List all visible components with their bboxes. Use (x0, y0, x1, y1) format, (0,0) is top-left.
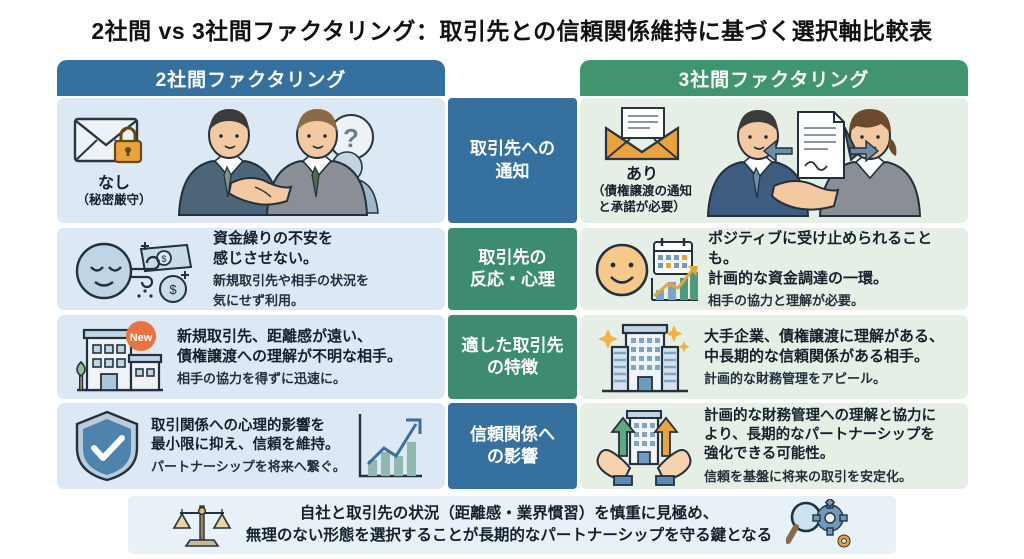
row2-left-big-2: 感じさせない。 (213, 249, 319, 267)
row3-left-text: 新規取引先、距離感が遠い、 債権譲渡への理解が不明な相手。 相手の協力を得ずに迅… (177, 327, 402, 387)
row-label-trust-impact: 信頼関係へ の影響 (448, 403, 577, 489)
row4-right-small-1: 信頼を基盤に将来の取引を安定化。 (704, 468, 913, 484)
svg-text:$: $ (161, 254, 166, 264)
row4-left-big-1: 取引関係への心理的影響を (151, 417, 325, 434)
row-label-suitable-client: 適した取引先 の特徴 (448, 315, 577, 399)
row1-right-caption-sub-1: （債権譲渡の通知 (592, 183, 693, 198)
row3-left-small-1: 相手の協力を得ずに迅速に。 (177, 370, 347, 386)
row1-left-caption-sub: （秘密厳守） (76, 192, 152, 207)
row2-left-cell: $ $ 資金繰りの不安を 感じさせない。 (57, 228, 445, 310)
table-row: なし （秘密厳守） ? (0, 98, 1024, 223)
row2-right-big-2: 計画的な資金調達の一環。 (708, 269, 889, 287)
row1-label-line1: 取引先への (470, 139, 555, 159)
handshake-with-signed-document-icon (694, 104, 930, 218)
row-label-reaction: 取引先の 反応・心理 (448, 228, 577, 310)
table-row: $ $ 資金繰りの不安を 感じさせない。 (0, 228, 1024, 310)
row3-left-big-1: 新規取引先、距離感が遠い、 (177, 327, 373, 345)
calm-face-money-icon: $ $ (73, 235, 201, 303)
summary-line-2: 無理のない形態を選択することが長期的なパートナーシップを守る鍵となる (245, 527, 773, 544)
row2-right-text: ポジティブに受け止められることも。 計画的な資金調達の一環。 相手の協力と理解が… (708, 229, 958, 309)
row3-right-big-1: 大手企業、債権譲渡に理解がある、 (704, 327, 945, 345)
row2-right-cell: ポジティブに受け止められることも。 計画的な資金調達の一環。 相手の協力と理解が… (580, 228, 968, 310)
row4-right-big-2: より、長期的なパートナーシップを (704, 427, 935, 444)
row2-left-small-2: 気にせず利用。 (213, 292, 305, 308)
row1-right-caption-sub-2: と承諾が必要） (598, 199, 686, 214)
row-label-notification: 取引先への 通知 (448, 98, 577, 223)
row3-right-small-1: 計画的な財務管理をアピール。 (704, 370, 887, 386)
row1-right-caption-main: あり (626, 165, 659, 183)
row3-right-text: 大手企業、債権譲渡に理解がある、 中長期的な信頼関係がある相手。 計画的な財務管… (704, 327, 944, 387)
svg-text:New: New (130, 332, 153, 344)
envelope-lock-icon (71, 113, 157, 171)
row4-left-small-1: パートナーシップを将来へ繋ぐ。 (151, 459, 346, 475)
column-header-two-party: 2社間ファクタリング (57, 60, 445, 96)
row1-right-caption-group: あり （債権譲渡の通知 と承諾が必要） (592, 106, 692, 215)
magnifier-gear-icon (786, 499, 852, 551)
row1-label-line2: 通知 (495, 161, 530, 181)
row2-left-big-1: 資金繰りの不安を (213, 229, 334, 247)
row3-label-line1: 適した取引先 (461, 335, 564, 355)
row3-right-big-2: 中長期的な信頼関係がある相手。 (704, 347, 930, 365)
row2-right-small-1: 相手の協力と理解が必要。 (708, 292, 865, 308)
row4-label-line2: の影響 (487, 447, 538, 466)
small-office-building-new-badge-icon: New (71, 320, 167, 394)
row2-right-big-1: ポジティブに受け止められることも。 (708, 229, 933, 267)
row4-left-text: 取引関係への心理的影響を 最小限に抑え、信頼を維持。 パートナーシップを将来へ繋… (151, 417, 346, 476)
summary-bar: 自社と取引先の状況（距離感・業界慣習）を慎重に見極め、 無理のない形態を選択する… (128, 496, 896, 554)
row4-label-line1: 信頼関係へ (470, 424, 555, 444)
row4-left-cell: 取引関係への心理的影響を 最小限に抑え、信頼を維持。 パートナーシップを将来へ繋… (57, 403, 445, 489)
row2-label-line1: 取引先の (478, 247, 547, 267)
large-building-sparkle-icon (594, 319, 694, 395)
row1-left-caption-group: なし （秘密厳守） (71, 113, 157, 209)
open-envelope-icon (602, 106, 682, 162)
row3-left-big-2: 債権譲渡への理解が不明な相手。 (177, 347, 403, 365)
svg-text:$: $ (169, 282, 177, 297)
handshake-with-unknown-person-icon: ? (159, 105, 391, 217)
column-header-three-party: 3社間ファクタリング (580, 60, 968, 96)
page-title: 2社間 vs 3社間ファクタリング：取引先との信頼関係維持に基づく選択軸比較表 (91, 18, 933, 44)
summary-line-1: 自社と取引先の状況（距離感・業界慣習）を慎重に見極め、 (299, 504, 719, 522)
row1-left-caption-main: なし (97, 174, 130, 192)
row1-right-cell: あり （債権譲渡の通知 と承諾が必要） (580, 98, 968, 223)
row3-label-line2: の特徴 (487, 358, 538, 377)
row2-left-small-1: 新規取引先や相手の状況を (213, 272, 370, 288)
smiley-calendar-growth-chart-icon (594, 234, 700, 304)
row4-right-cell: 計画的な財務管理への理解と協力に より、長期的なパートナーシップを 強化できる可… (580, 403, 968, 489)
table-row: 取引関係への心理的影響を 最小限に抑え、信頼を維持。 パートナーシップを将来へ繋… (0, 403, 1024, 489)
growth-bar-chart-icon (354, 410, 426, 482)
table-row: New 新規取引先、距離感が遠い、 債権譲渡への理解が不明な相手。 相手の協力を… (0, 315, 1024, 399)
svg-text:?: ? (343, 123, 359, 153)
row4-right-big-3: 強化できる可能性。 (704, 446, 835, 463)
row4-right-text: 計画的な財務管理への理解と協力に より、長期的なパートナーシップを 強化できる可… (704, 407, 936, 485)
row3-right-cell: 大手企業、債権譲渡に理解がある、 中長期的な信頼関係がある相手。 計画的な財務管… (580, 315, 968, 399)
row4-right-big-1: 計画的な財務管理への理解と協力に (704, 407, 936, 424)
row2-label-line2: 反応・心理 (470, 270, 555, 289)
row1-left-cell: なし （秘密厳守） ? (57, 98, 445, 223)
balance-scale-icon (172, 500, 232, 550)
row2-left-text: 資金繰りの不安を 感じさせない。 新規取引先や相手の状況を 気にせず利用。 (213, 229, 369, 310)
shield-check-icon (71, 408, 143, 484)
summary-text: 自社と取引先の状況（距離感・業界慣習）を慎重に見極め、 無理のない形態を選択する… (246, 503, 772, 548)
hands-holding-building-arrows-icon (592, 406, 696, 486)
row3-left-cell: New 新規取引先、距離感が遠い、 債権譲渡への理解が不明な相手。 相手の協力を… (57, 315, 445, 399)
row4-left-big-2: 最小限に抑え、信頼を維持。 (151, 436, 340, 453)
